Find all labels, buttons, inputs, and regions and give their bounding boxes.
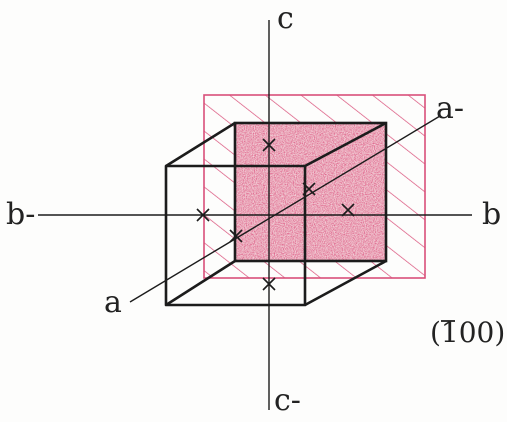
x-mark-a-back (302, 182, 316, 196)
cube-back-face (233, 121, 388, 263)
axis-label-c-minus: c- (274, 383, 301, 418)
axis-label-a-minus: a- (436, 91, 464, 126)
miller-index-label: (100) (430, 316, 505, 349)
x-mark-c-top (262, 138, 276, 152)
x-mark-b-right (341, 203, 355, 217)
cube-edge-bottom-left (165, 259, 236, 307)
shaded-plane-face (235, 123, 386, 261)
a-axis-line (129, 115, 441, 303)
x-mark-a-front (229, 229, 243, 243)
cube-edge-bottom-right (304, 259, 387, 307)
x-mark-c-bottom (262, 277, 276, 291)
cube-outline (164, 121, 387, 307)
axis-label-b-plus: b (482, 197, 501, 232)
cube-edge-top-right (304, 121, 387, 168)
axis-label-b-minus: b- (6, 197, 35, 232)
axis-label-c-plus: c (277, 1, 294, 36)
cube-front-face (164, 164, 307, 307)
intersection-marks (196, 138, 355, 291)
axis-label-a-plus: a (104, 285, 122, 320)
cube-edge-top-left (165, 121, 236, 168)
x-mark-b-left (196, 208, 210, 222)
